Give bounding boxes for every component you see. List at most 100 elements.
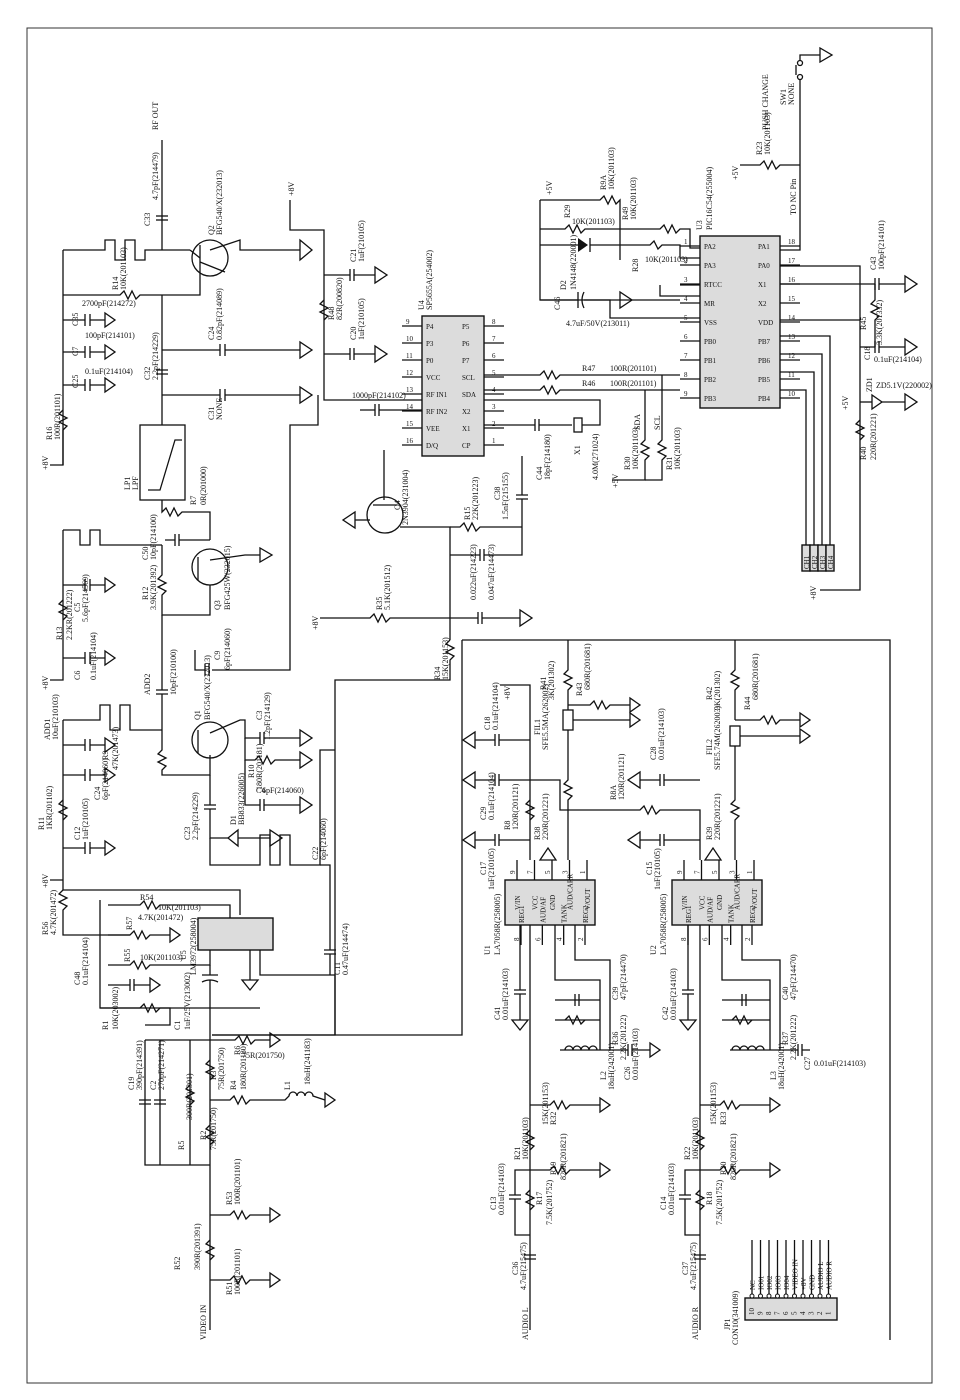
u2-pin-name: TANK — [728, 904, 736, 923]
varactor-icon — [226, 828, 239, 848]
svg-text:TO NC Pin: TO NC Pin — [789, 179, 798, 215]
svg-text:R57: R57 — [125, 917, 134, 930]
svg-text:R1: R1 — [101, 1021, 110, 1030]
svg-text:180R(201181): 180R(201181) — [255, 743, 264, 790]
svg-text:1uF(210105): 1uF(210105) — [653, 848, 662, 890]
u2-pin-number: 6 — [701, 937, 709, 941]
svg-text:1N4148(220001): 1N4148(220001) — [569, 235, 578, 290]
svg-text:82R(200820): 82R(200820) — [335, 277, 344, 320]
u1-pin-name: AUD/CARR — [567, 873, 575, 910]
svg-text:4.7K(201472): 4.7K(201472) — [138, 913, 183, 922]
svg-text:0.1uF(214104): 0.1uF(214104) — [89, 632, 98, 680]
svg-text:R33: R33 — [719, 1112, 728, 1125]
svg-text:1uF/25V(213002): 1uF/25V(213002) — [183, 972, 192, 1030]
u3-pin-name: PA1 — [758, 243, 770, 251]
u3-pin-number: 2 — [684, 257, 688, 265]
svg-text:C24: C24 — [93, 787, 102, 800]
svg-text:C39: C39 — [611, 987, 620, 1000]
svg-text:R53: R53 — [225, 1192, 234, 1205]
svg-text:R39: R39 — [705, 827, 714, 840]
svg-text:10K(201103): 10K(201103) — [673, 427, 682, 470]
svg-text:R45: R45 — [859, 317, 868, 330]
u4-pin-number: 13 — [406, 386, 414, 394]
u1-pin-number: 4 — [556, 937, 564, 941]
svg-text:C38: C38 — [493, 487, 502, 500]
svg-text:U3: U3 — [695, 220, 704, 230]
svg-text:4.7K(201472): 4.7K(201472) — [49, 890, 58, 935]
svg-text:C43: C43 — [869, 257, 878, 270]
ch-jumper-label: CH2 — [811, 555, 819, 569]
u3-pin-number: 8 — [684, 371, 688, 379]
svg-text:R55: R55 — [123, 949, 132, 962]
svg-text:C18: C18 — [863, 347, 872, 360]
u3-pin-name: PB2 — [704, 376, 717, 384]
u4-pin-name: VEE — [426, 425, 440, 433]
u4-pin-number: 7 — [492, 335, 496, 343]
svg-text:R14: R14 — [111, 277, 120, 290]
jp1-pin-pad — [817, 1293, 823, 1299]
svg-text:+5V: +5V — [611, 473, 620, 488]
svg-text:C12: C12 — [73, 827, 82, 840]
u4-pin-number: 14 — [406, 403, 414, 411]
svg-text:10pF(210100): 10pF(210100) — [169, 649, 178, 695]
u1-pin-name: V/OUT — [584, 888, 592, 910]
svg-text:LA7058R(258005): LA7058R(258005) — [493, 893, 502, 955]
jp1-pin-pad — [800, 1293, 806, 1299]
u3-pin-name: PB3 — [704, 395, 717, 403]
svg-text:R48: R48 — [327, 307, 336, 320]
svg-text:+5V: +5V — [545, 180, 554, 195]
u3-pin-name: X2 — [758, 300, 767, 308]
u4-pin-name: P6 — [462, 340, 470, 348]
svg-text:R5: R5 — [177, 1141, 186, 1150]
u5-video-amp: +8V R56 4.7K(201472) U5 LM3972(258004) R… — [41, 864, 350, 1095]
u1-pin-name: REG2 — [582, 905, 590, 923]
u4-pin-name: SCL — [462, 374, 475, 382]
u1-chip — [504, 879, 596, 926]
ch-jumper-4[interactable] — [825, 544, 835, 572]
svg-text:1000pF(214102): 1000pF(214102) — [352, 391, 406, 400]
svg-text:C26: C26 — [623, 1067, 632, 1080]
svg-text:C36: C36 — [511, 1262, 520, 1275]
u1-pin-number: 3 — [562, 870, 570, 874]
svg-text:NONE: NONE — [215, 398, 224, 420]
jp1-pin-number: 2 — [816, 1311, 824, 1315]
u2-pin-number: 5 — [711, 870, 719, 874]
svg-text:R8: R8 — [503, 821, 512, 830]
svg-text:R8A: R8A — [609, 785, 618, 800]
svg-text:LP1: LP1 — [123, 477, 132, 490]
svg-text:R2: R2 — [199, 1131, 208, 1140]
svg-text:C41: C41 — [493, 1007, 502, 1020]
svg-text:75R(201750): 75R(201750) — [209, 1107, 218, 1150]
svg-text:R32: R32 — [549, 1112, 558, 1125]
ground-icon — [299, 238, 314, 262]
svg-text:0.01uF(214103): 0.01uF(214103) — [501, 968, 510, 1020]
svg-text:3.9K(201392): 3.9K(201392) — [149, 565, 158, 610]
diode-icon — [578, 238, 588, 252]
u4-pin-number: 15 — [406, 420, 414, 428]
jp1-pin-pad — [826, 1293, 831, 1299]
svg-text:47pF(214470): 47pF(214470) — [789, 954, 798, 1000]
svg-text:ZD5.1V(220002): ZD5.1V(220002) — [876, 381, 932, 390]
u1-pin-name: AUD/AF — [539, 897, 547, 923]
u3-pin-number: 6 — [684, 333, 688, 341]
svg-text:R37: R37 — [781, 1032, 790, 1045]
svg-text:+8V: +8V — [503, 685, 512, 700]
svg-text:180R(201180): 180R(201180) — [239, 1043, 248, 1090]
svg-text:0.1uF(214104): 0.1uF(214104) — [487, 772, 496, 820]
svg-text:15K(201153): 15K(201153) — [441, 637, 450, 680]
svg-text:6pF(214060): 6pF(214060) — [262, 786, 304, 795]
audio-channel-right: R42 3K(201302) R44 680R(201681) FIL2 SFE… — [609, 640, 866, 1340]
u4-pin-name: RF IN2 — [426, 408, 448, 416]
svg-text:C17: C17 — [479, 862, 488, 875]
u4-pin-name: P0 — [426, 357, 434, 365]
svg-text:L1: L1 — [283, 1081, 292, 1090]
svg-text:R15: R15 — [463, 507, 472, 520]
svg-text:R38: R38 — [533, 827, 542, 840]
svg-text:R42: R42 — [705, 687, 714, 700]
svg-text:R13: R13 — [55, 627, 64, 640]
svg-text:SW1: SW1 — [779, 89, 788, 105]
jp1-pin-number: 1 — [825, 1311, 833, 1315]
u2-pin-number: 2 — [744, 937, 752, 941]
ch-jumper-label: CH1 — [803, 555, 811, 569]
svg-text:+8V: +8V — [287, 181, 296, 196]
